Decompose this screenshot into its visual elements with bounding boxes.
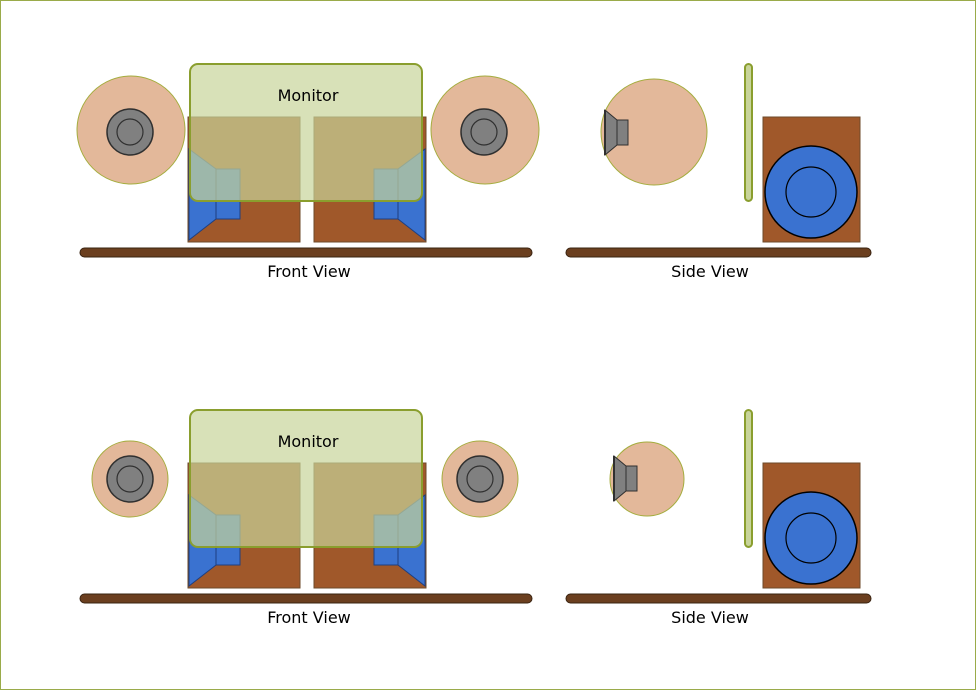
- side-view-label: Side View: [671, 262, 749, 281]
- side-woofer-cone: [785, 166, 837, 218]
- row-2: Monitor Front View Side View: [79, 409, 872, 627]
- front-view-label: Front View: [267, 262, 351, 281]
- front-view-label: Front View: [267, 608, 351, 627]
- side-speaker-magnet: [616, 119, 629, 146]
- side-desk: [565, 247, 872, 258]
- side-woofer-cone: [785, 512, 837, 564]
- side-speaker-magnet: [625, 465, 638, 492]
- side-view-label: Side View: [671, 608, 749, 627]
- monitor-label: Monitor: [278, 86, 339, 105]
- left-ear-cone: [116, 118, 144, 146]
- side-head: [600, 78, 708, 186]
- front-view-1: Monitor Front View: [76, 63, 540, 281]
- side-monitor: [744, 409, 753, 548]
- left-ear-cone: [116, 465, 144, 493]
- monitor: [189, 63, 423, 202]
- row-1: Monitor Front View Side View: [76, 63, 872, 281]
- right-ear-cone: [470, 118, 498, 146]
- desk: [79, 247, 533, 258]
- desk: [79, 593, 533, 604]
- side-monitor: [744, 63, 753, 202]
- side-desk: [565, 593, 872, 604]
- monitor: [189, 409, 423, 548]
- monitor-label: Monitor: [278, 432, 339, 451]
- side-view-1: Side View: [565, 63, 872, 281]
- front-view-2: Monitor Front View: [79, 409, 533, 627]
- side-view-2: Side View: [565, 409, 872, 627]
- side-head: [609, 441, 685, 517]
- right-ear-cone: [466, 465, 494, 493]
